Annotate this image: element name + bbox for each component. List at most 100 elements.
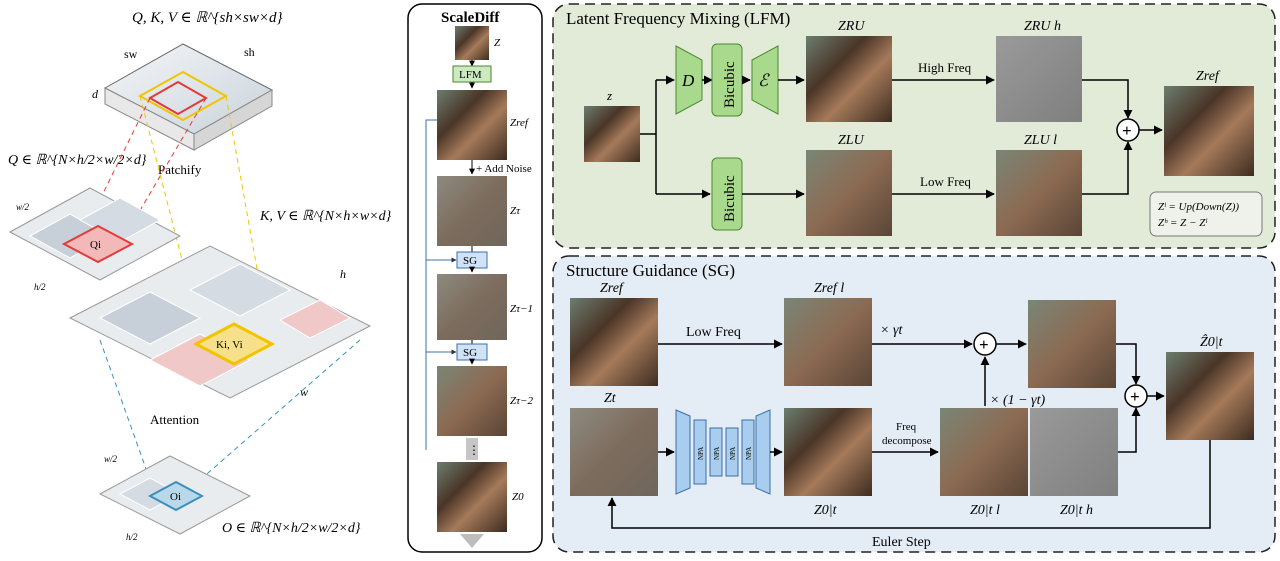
lfm-panel: Latent Frequency Mixing (LFM) z D Bicubi… xyxy=(552,3,1276,249)
patchify-label: Patchify xyxy=(158,162,202,177)
npa-label-2: NPA xyxy=(713,447,721,460)
patch-h-half: h/2 xyxy=(34,282,46,292)
z0-image xyxy=(437,462,507,532)
euler-step-label: Euler Step xyxy=(872,535,931,550)
npa-label-1: NPA xyxy=(697,447,705,460)
down-arrow xyxy=(460,534,484,548)
left-panel: Q, K, V ∈ ℝ^{sh×sw×d} sw sh d Q ∈ ℝ^{N×h… xyxy=(8,10,392,542)
o-h-half: h/2 xyxy=(126,532,138,542)
bicubic-1-label: Bicubic xyxy=(722,61,738,108)
oi-patch xyxy=(147,480,205,512)
z-lu-l-label: ZLU l xyxy=(1024,133,1057,148)
sg-z-t-image xyxy=(570,408,658,496)
npa-label-4: NPA xyxy=(745,447,753,460)
dim-sh: sh xyxy=(244,45,255,59)
sg-z-ref-image xyxy=(570,298,658,386)
high-freq-label: High Freq xyxy=(918,60,972,75)
z-hat-label: Ẑ0|t xyxy=(1200,333,1224,350)
sg-low-freq-label: Low Freq xyxy=(686,325,741,340)
sg-mixed-image xyxy=(1028,300,1116,388)
decoder-e-block xyxy=(751,45,779,115)
patch-w-half: w/2 xyxy=(16,202,30,212)
low-freq-label: Low Freq xyxy=(920,174,971,189)
scalediff-title: ScaleDiff xyxy=(441,10,500,26)
qi-label: Qi xyxy=(90,239,101,251)
lfm-sum-symbol: + xyxy=(1122,121,1132,140)
qi-patch xyxy=(61,224,135,264)
kv-label: K, V ∈ ℝ^{N×h×w×d} xyxy=(259,209,392,224)
sg-z-ref-label: Zref xyxy=(600,281,625,296)
o-label: O ∈ ℝ^{N×h/2×w/2×d} xyxy=(222,521,361,536)
formula-1: Zˡ = Up(Down(Z)) xyxy=(1158,201,1239,213)
formula-box xyxy=(1149,191,1263,237)
z-ru-label: ZRU xyxy=(838,19,865,34)
q-label: Q ∈ ℝ^{N×h/2×w/2×d} xyxy=(8,153,147,168)
kivi-label: Ki, Vi xyxy=(216,339,243,351)
freq-decompose-label-1: Freq xyxy=(896,421,917,433)
dots-label: ⋮ xyxy=(468,443,480,457)
z-lu-label: ZLU xyxy=(838,133,865,148)
lfm-z-image xyxy=(584,106,640,162)
z-tau-2-label: Zτ−2 xyxy=(510,395,533,407)
z-tau-1-label: Zτ−1 xyxy=(510,303,533,315)
z-hat-image xyxy=(1166,352,1254,440)
lfm-title: Latent Frequency Mixing (LFM) xyxy=(566,9,790,28)
kivi-patch xyxy=(192,322,276,366)
dim-d: d xyxy=(92,87,99,101)
gamma-label: × γt xyxy=(880,323,903,338)
sg-sum-symbol-2: + xyxy=(1130,387,1140,406)
z-tau-1-image xyxy=(437,274,507,340)
z-ref-out-image xyxy=(1164,86,1254,176)
sg-z-t-label: Zt xyxy=(604,391,617,406)
z-0t-label: Z0|t xyxy=(814,503,838,518)
z-ref-out-label: Zref xyxy=(1196,69,1221,84)
oi-label: Oi xyxy=(170,491,181,503)
sg-sum-symbol-1: + xyxy=(979,335,989,354)
npa-label-3: NPA xyxy=(729,447,737,460)
scalediff-panel: ScaleDiff Z LFM Zref + Add Noise Zτ SG Z… xyxy=(407,3,543,553)
decoder-e-label: ℰ xyxy=(758,71,770,90)
attention-label: Attention xyxy=(150,412,200,427)
z-0t-image xyxy=(784,408,872,496)
one-minus-gamma-label: × (1 − γt) xyxy=(990,393,1045,408)
z-tau-2-image xyxy=(437,366,507,436)
sg-title: Structure Guidance (SG) xyxy=(566,261,735,280)
patch-w: w xyxy=(300,385,308,399)
freq-decompose-label-2: decompose xyxy=(882,435,932,447)
z-tau-label: Zτ xyxy=(510,205,521,217)
lfm-z-label: z xyxy=(606,88,612,103)
sg-block-1-label: SG xyxy=(463,255,477,267)
z-lu-l-image xyxy=(996,150,1082,236)
zref-image xyxy=(437,90,507,160)
z-lu-image xyxy=(806,150,892,236)
kv-patches-grid: Ki, Vi xyxy=(68,245,372,399)
sg-panel: Structure Guidance (SG) Zref Low Freq Zr… xyxy=(552,255,1276,553)
sg-z-ref-l-label: Zref l xyxy=(814,281,844,296)
z-tau-image xyxy=(437,176,507,246)
encoder-d-label: D xyxy=(681,71,695,90)
q-patches-grid: Qi xyxy=(8,187,182,281)
z-ru-h-label: ZRU h xyxy=(1024,19,1061,34)
input-z-image xyxy=(455,26,489,60)
z0-label: Z0 xyxy=(512,491,524,503)
o-w-half: w/2 xyxy=(104,454,118,464)
z-0t-l-label: Z0|t l xyxy=(970,503,1000,518)
encoder-d-block xyxy=(675,45,703,115)
z-0t-l-image xyxy=(940,408,1028,496)
o-patches-grid: Oi xyxy=(98,455,252,535)
add-noise-label: + Add Noise xyxy=(476,163,532,175)
sg-block-2-label: SG xyxy=(463,347,477,359)
zref-label: Zref xyxy=(510,117,530,129)
qkv-top-label: Q, K, V ∈ ℝ^{sh×sw×d} xyxy=(132,10,282,26)
sg-z-ref-l-image xyxy=(784,298,872,386)
dim-sw: sw xyxy=(124,47,138,61)
z-ru-image xyxy=(806,36,892,122)
formula-2: Zʰ = Z − Zˡ xyxy=(1158,217,1207,229)
patch-h: h xyxy=(340,267,346,281)
z-label: Z xyxy=(494,37,501,49)
z-ru-h-image xyxy=(996,36,1082,122)
z-0t-h-label: Z0|t h xyxy=(1060,503,1093,518)
lfm-block-label: LFM xyxy=(459,69,482,81)
bicubic-2-label: Bicubic xyxy=(722,175,738,222)
